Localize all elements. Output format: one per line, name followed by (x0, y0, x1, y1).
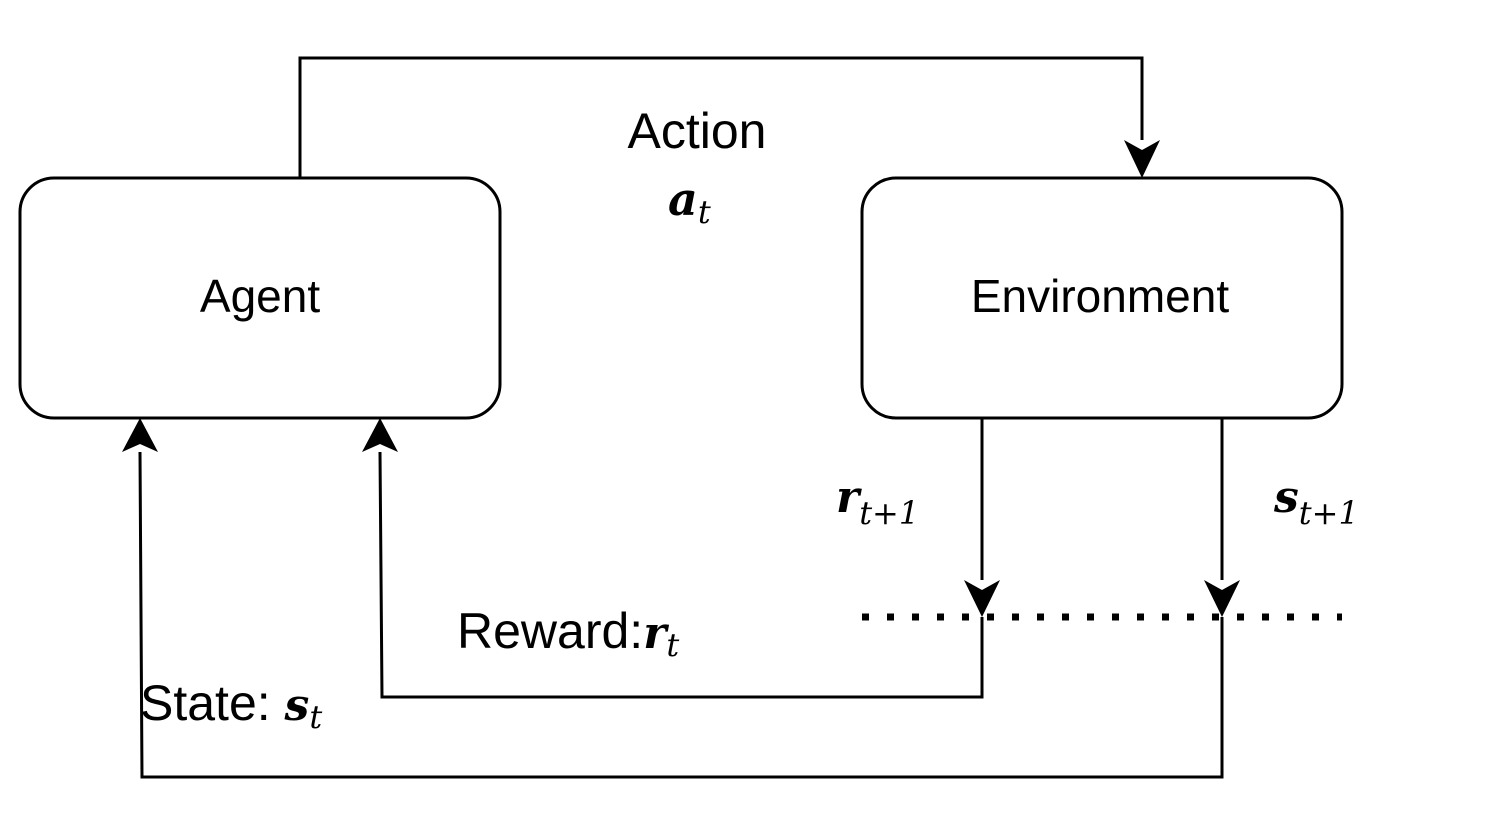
environment-label: Environment (971, 270, 1229, 322)
agent-box (18, 176, 502, 420)
reward-label: Reward:rt (457, 603, 679, 664)
action-symbol: at (668, 172, 711, 231)
reward-edge (378, 451, 984, 699)
next-reward-label: rt+1 (836, 472, 919, 532)
environment-box (860, 176, 1344, 420)
agent-label: Agent (200, 270, 320, 322)
next-reward-arrowhead (964, 580, 1000, 617)
state-edge (138, 451, 1224, 779)
action-edge (298, 56, 1144, 178)
state-label: State: st (140, 675, 322, 736)
next-state-arrowhead (1204, 580, 1240, 617)
action-arrowhead (1124, 140, 1160, 178)
next-state-label: st+1 (1273, 472, 1359, 532)
reward-arrowhead (362, 418, 398, 452)
action-label: Action (628, 103, 767, 159)
state-arrowhead (122, 418, 158, 452)
